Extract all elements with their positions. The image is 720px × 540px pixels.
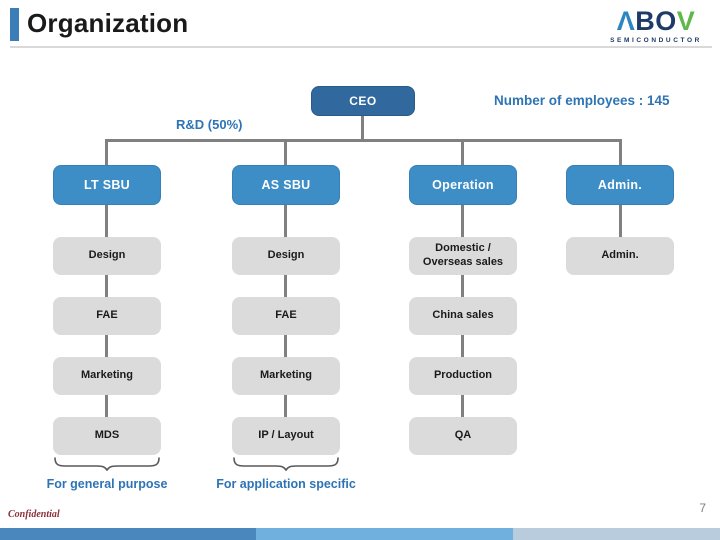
connector-line: [105, 275, 108, 297]
org-box-production: Production: [409, 357, 517, 395]
connector-stub-col2: [461, 141, 464, 165]
connector-line: [105, 205, 108, 237]
org-box-marketing-lt: Marketing: [53, 357, 161, 395]
abov-logo-wordmark: ΛBOV: [602, 8, 710, 35]
org-box-fae-lt: FAE: [53, 297, 161, 335]
org-box-admin: Admin.: [566, 165, 674, 205]
footer-bar-segment-medium: [256, 528, 513, 540]
org-box-design-as: Design: [232, 237, 340, 275]
footer-bar-segment-dark: [0, 528, 256, 540]
logo-subtitle: SEMICONDUCTOR: [610, 37, 702, 44]
connector-horizontal: [105, 139, 622, 142]
confidential-label: Confidential: [8, 509, 60, 520]
org-box-operation: Operation: [409, 165, 517, 205]
header-divider: [10, 46, 712, 48]
employees-count-note: Number of employees : 145: [494, 93, 670, 108]
org-box-domestic-overseas-sales: Domestic / Overseas sales: [409, 237, 517, 275]
connector-line: [105, 335, 108, 357]
org-box-ip-layout: IP / Layout: [232, 417, 340, 455]
connector-line: [461, 395, 464, 417]
connector-line: [461, 275, 464, 297]
underbrace-application-specific: [233, 457, 339, 471]
footer-bar-segment-light: [513, 528, 720, 540]
org-box-qa: QA: [409, 417, 517, 455]
connector-stub-col3: [619, 141, 622, 165]
connector-line: [284, 275, 287, 297]
connector-line: [284, 395, 287, 417]
connector-line: [619, 205, 622, 237]
logo-letter-v: V: [676, 6, 696, 36]
connector-line: [461, 335, 464, 357]
org-box-admin-dept: Admin.: [566, 237, 674, 275]
underbrace-general-purpose: [54, 457, 160, 471]
connector-ceo-drop: [361, 116, 364, 140]
org-box-ceo: CEO: [311, 86, 415, 116]
footnote-application-specific: For application specific: [216, 477, 356, 491]
org-box-lt-sbu: LT SBU: [53, 165, 161, 205]
footer-bar: [0, 528, 720, 540]
page-number: 7: [699, 501, 706, 515]
org-box-marketing-as: Marketing: [232, 357, 340, 395]
logo-letters-bo: BO: [635, 6, 677, 36]
title-accent-bar: [10, 8, 19, 41]
connector-line: [461, 205, 464, 237]
footnote-general-purpose: For general purpose: [46, 477, 168, 491]
connector-line: [284, 205, 287, 237]
org-box-china-sales: China sales: [409, 297, 517, 335]
connector-stub-col1: [284, 141, 287, 165]
connector-line: [105, 395, 108, 417]
logo-letter-a: Λ: [616, 6, 636, 36]
connector-stub-col0: [105, 141, 108, 165]
org-box-design-lt: Design: [53, 237, 161, 275]
org-box-as-sbu: AS SBU: [232, 165, 340, 205]
org-box-fae-as: FAE: [232, 297, 340, 335]
rd-percentage-note: R&D (50%): [176, 117, 243, 132]
connector-line: [284, 335, 287, 357]
page-title: Organization: [27, 8, 189, 38]
org-box-mds: MDS: [53, 417, 161, 455]
abov-logo: ΛBOV SEMICONDUCTOR: [602, 8, 710, 45]
